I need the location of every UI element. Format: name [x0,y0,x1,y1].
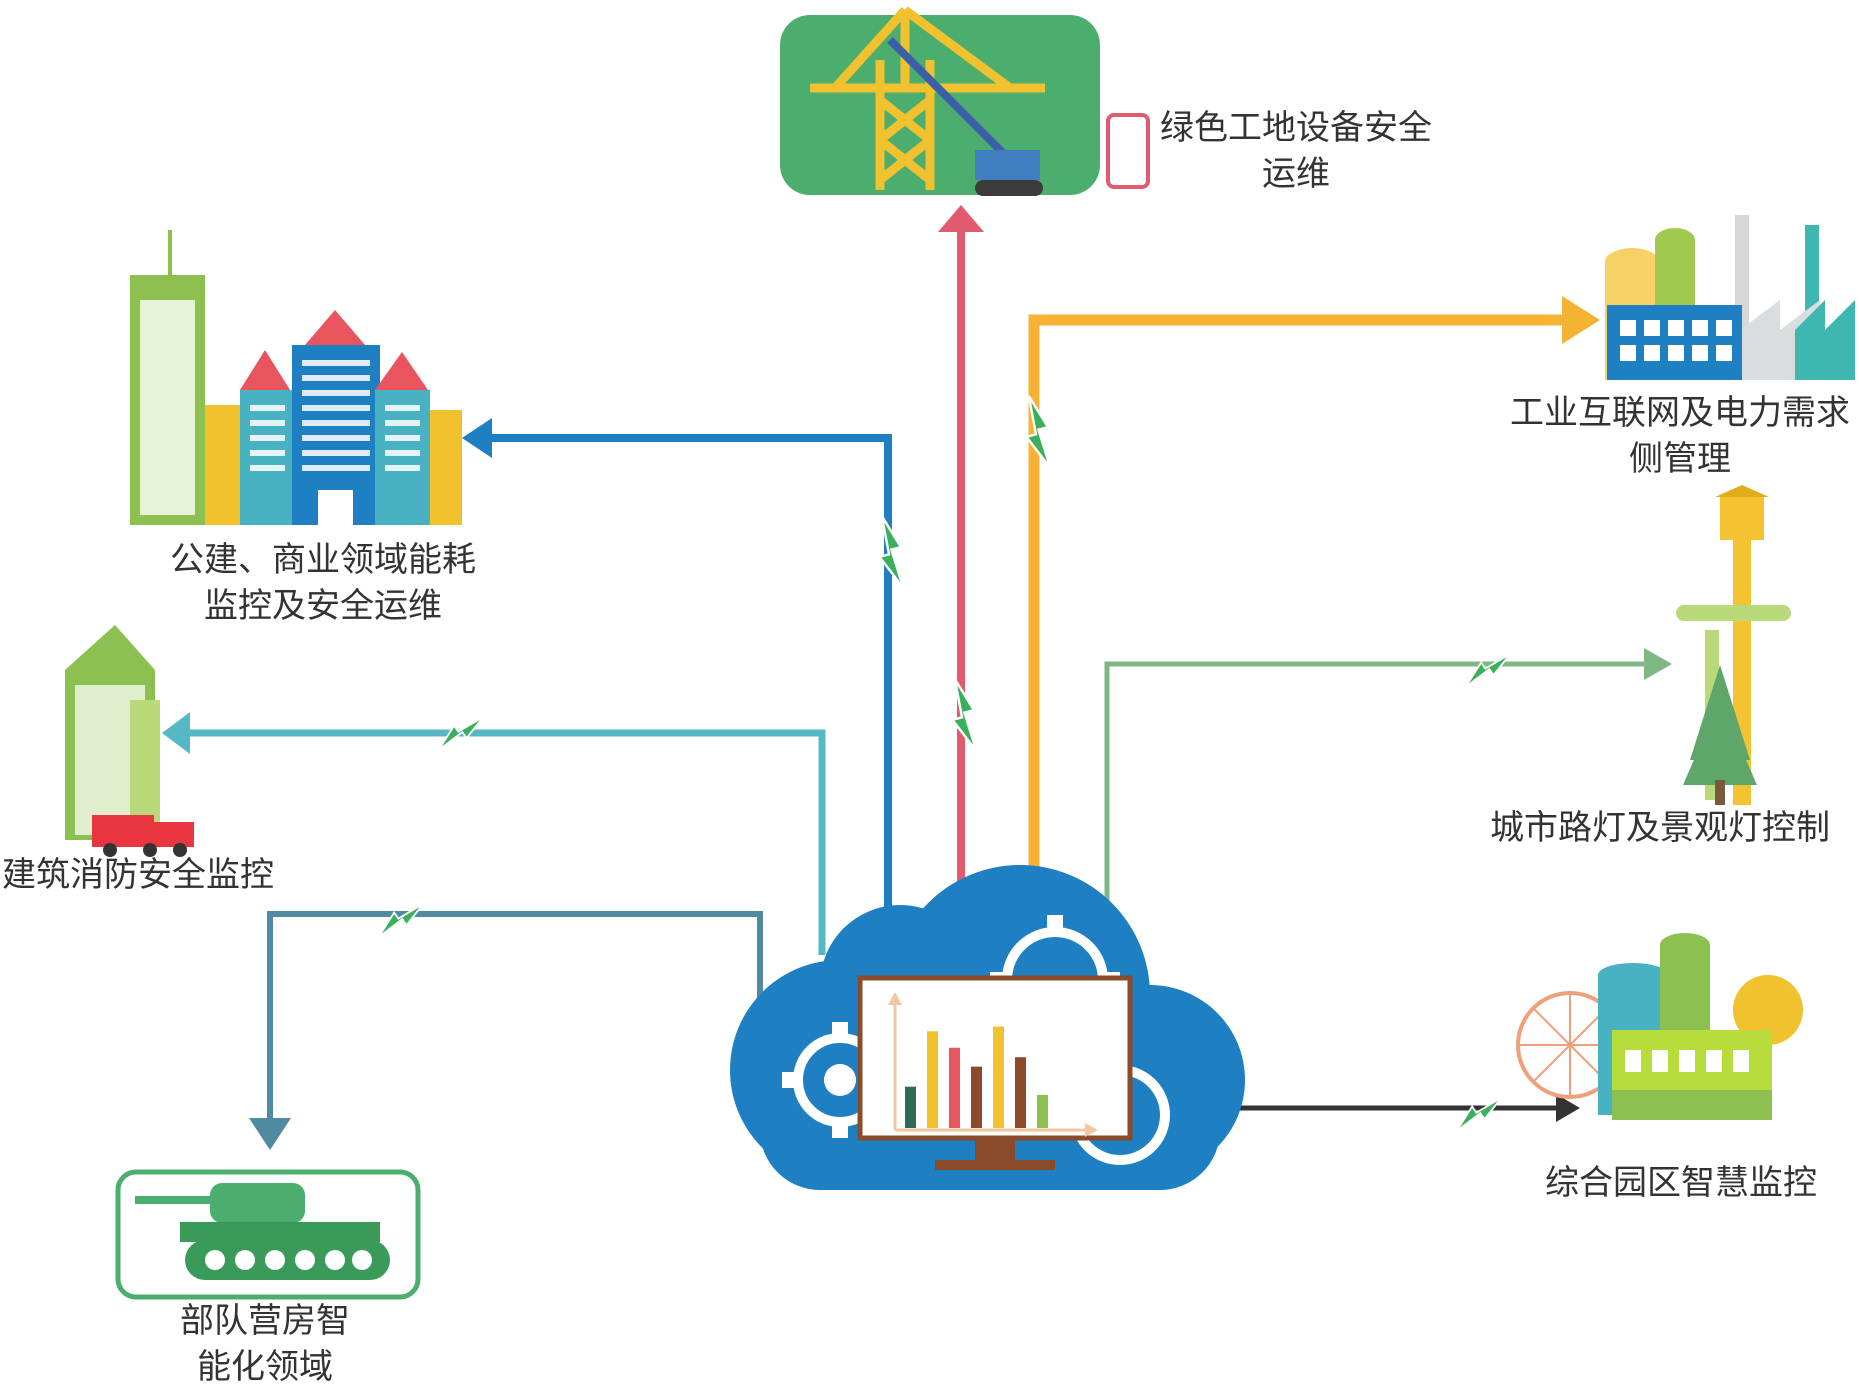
cloud-monitor-icon [730,865,1245,1190]
label-line: 部队营房智 [180,1301,350,1341]
connector-park [1230,1094,1580,1122]
hub-bar [993,1026,1004,1128]
hub-bar [971,1066,982,1128]
connector-fire [162,712,826,955]
label-line: 侧管理 [1629,439,1731,479]
label-line: 综合园区智慧监控 [1545,1163,1817,1203]
label-line: 城市路灯及景观灯控制 [1490,808,1830,848]
signal-bolt-icon [371,901,430,939]
buildings-icon [130,230,462,525]
label-construction: 绿色工地设备安全 运维 [1160,105,1432,197]
park-icon [1516,933,1803,1120]
connector-industrial [1028,296,1600,882]
hub-bar [927,1031,938,1128]
label-line: 监控及安全运维 [204,586,442,626]
label-streetlight: 城市路灯及景观灯控制 [1490,805,1830,851]
tank-icon [115,1169,421,1300]
crane-icon [780,6,1150,196]
fire-truck-building-icon [65,625,194,857]
hub-bar [905,1086,916,1128]
label-barracks: 部队营房智 能化领域 [180,1298,350,1390]
label-fire: 建筑消防安全监控 [2,852,274,898]
connector-streetlight [1104,648,1672,910]
label-line: 能化领域 [197,1347,333,1387]
label-line: 绿色工地设备安全 [1160,108,1432,148]
label-park: 综合园区智慧监控 [1545,1160,1817,1206]
street-lamp-icon [1676,485,1791,805]
label-industrial: 工业互联网及电力需求 侧管理 [1510,390,1850,482]
hub-bar-chart [905,1026,1048,1128]
hub-bar [1037,1094,1048,1128]
signal-bolt-icon [1458,651,1517,689]
connector-commercial [462,418,892,930]
label-line: 公建、商业领域能耗 [170,540,476,580]
hub-bar [949,1047,960,1128]
label-line: 工业互联网及电力需求 [1510,393,1850,433]
label-commercial: 公建、商业领域能耗 监控及安全运维 [170,537,476,629]
label-line: 运维 [1262,154,1330,194]
label-line: 建筑消防安全监控 [2,855,274,895]
hub-bar [1015,1057,1026,1128]
phone-icon [1106,113,1150,189]
signal-bolt-icon [1449,1095,1508,1133]
connector-construction [938,205,984,890]
connector-barracks [249,911,763,1150]
factory-icon [1605,215,1855,380]
